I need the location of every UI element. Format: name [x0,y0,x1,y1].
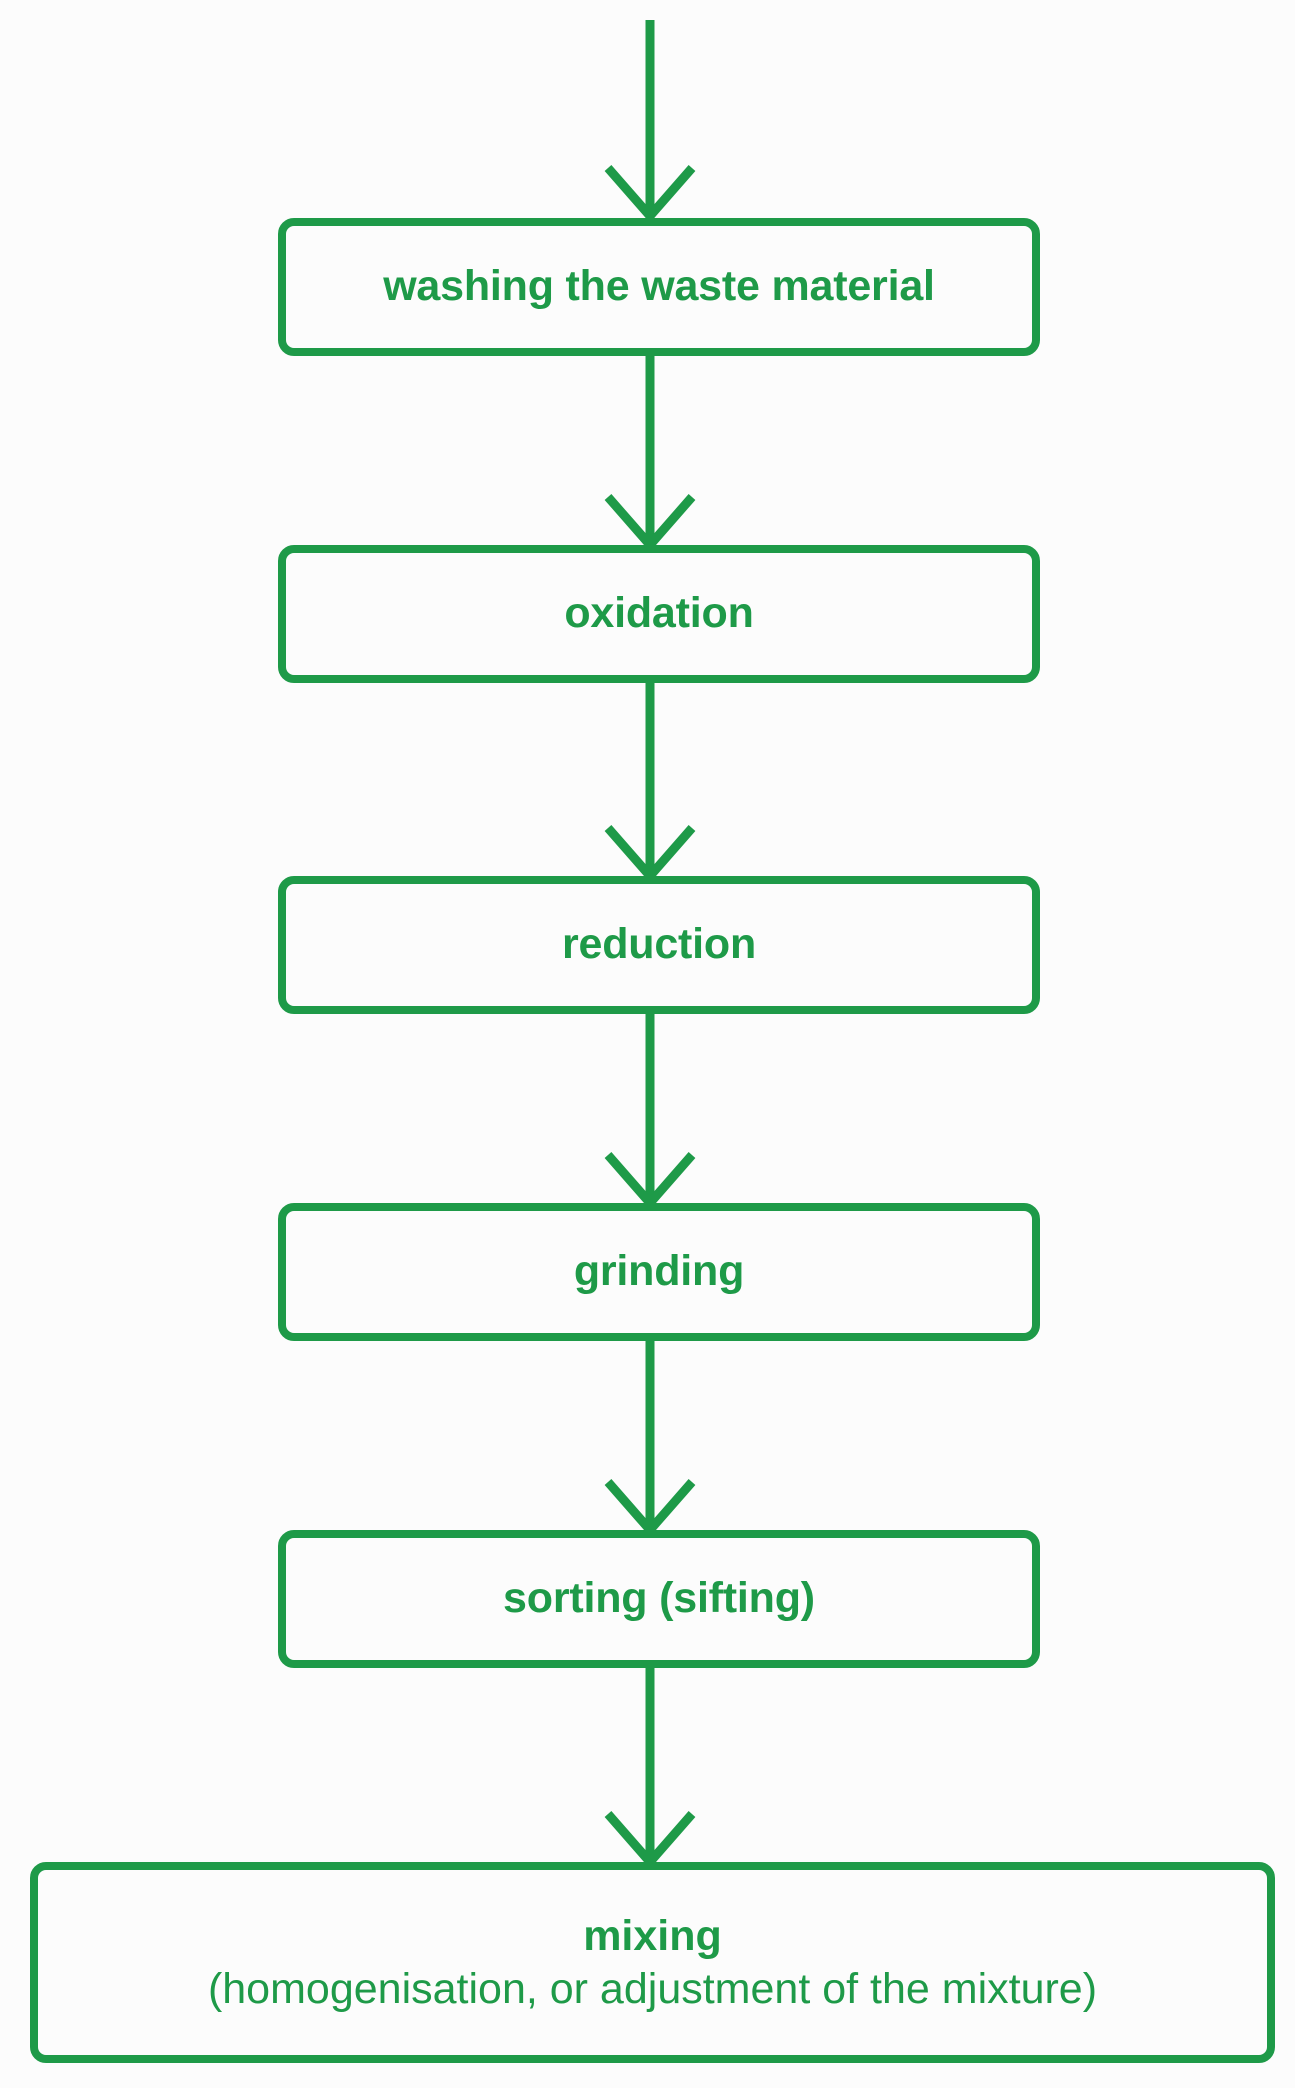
flow-node-oxidation[interactable]: oxidation [278,545,1040,683]
flow-node-washing-the-waste-material[interactable]: washing the waste material [278,218,1040,356]
flow-node-label: mixing [583,1912,722,1961]
flow-node-label: sorting (sifting) [503,1574,815,1623]
flow-node-label: washing the waste material [383,262,935,311]
flow-node-mixing[interactable]: mixing (homogenisation, or adjustment of… [30,1862,1275,2063]
flow-node-label: grinding [573,1247,745,1296]
connector-washing-to-oxidation [604,356,696,552]
flow-node-reduction[interactable]: reduction [278,876,1040,1014]
connector-entry-arrow [604,20,696,223]
connector-reduction-to-grinding [604,1014,696,1210]
connector-sorting-to-mixing [604,1668,696,1869]
flow-node-label: oxidation [564,589,754,638]
flow-node-grinding[interactable]: grinding [278,1203,1040,1341]
connector-oxidation-to-reduction [604,683,696,883]
flow-node-sorting-sifting[interactable]: sorting (sifting) [278,1530,1040,1668]
flow-node-label: reduction [561,920,757,969]
flow-node-sublabel: (homogenisation, or adjustment of the mi… [207,1964,1098,2013]
connector-grinding-to-sorting [604,1341,696,1537]
